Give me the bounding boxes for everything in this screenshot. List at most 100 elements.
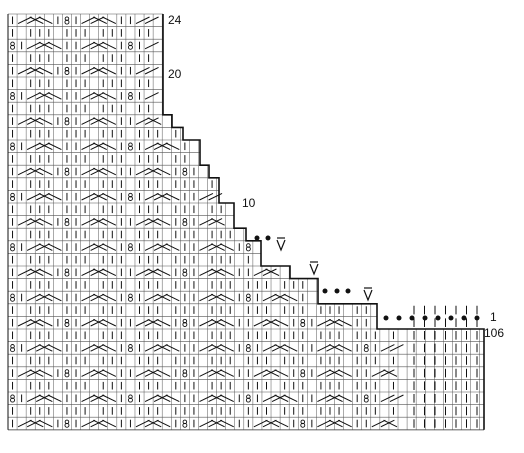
v-edge-symbol (276, 239, 286, 252)
backslash-symbol (102, 142, 117, 151)
staircase-outline (162, 14, 485, 430)
slash-symbol (199, 344, 214, 352)
backslash-symbol (38, 142, 53, 151)
backslash-symbol (147, 167, 162, 176)
twisted-loop-symbol (182, 271, 188, 277)
backslash-symbol (328, 394, 343, 403)
slash-symbol (81, 92, 96, 100)
backslash-symbol (102, 167, 117, 176)
backslash-symbol (147, 117, 162, 125)
slash-symbol (35, 41, 50, 50)
slash-symbol (208, 293, 223, 302)
backslash-symbol (29, 117, 44, 125)
slash-symbol (253, 268, 268, 277)
slash-symbol (208, 369, 223, 377)
backslash-symbol (156, 192, 171, 201)
backslash-symbol (38, 243, 53, 251)
twisted-loop-symbol (64, 422, 70, 428)
backslash-symbol (102, 369, 117, 377)
backslash-symbol (210, 293, 225, 302)
slash-symbol (144, 268, 159, 277)
twisted-loop-symbol (10, 145, 15, 151)
slash-symbol (199, 318, 214, 327)
slash-symbol (90, 243, 105, 251)
slash-symbol (208, 419, 223, 428)
slash-symbol (199, 192, 214, 201)
slash-symbol (26, 394, 41, 403)
slash-symbol (90, 369, 105, 377)
slash-symbol (317, 369, 332, 377)
backslash-symbol (29, 16, 44, 25)
backslash-symbol (93, 117, 107, 125)
grid-layer (7, 13, 484, 431)
slash-symbol (17, 167, 32, 176)
slash-symbol (90, 419, 105, 428)
backslash-symbol (29, 318, 44, 327)
twisted-loop-symbol (127, 347, 133, 353)
twisted-loop-symbol (127, 145, 133, 151)
slash-symbol (262, 268, 277, 277)
slash-symbol (144, 66, 159, 75)
twisted-loop-symbol (245, 246, 251, 252)
twisted-loop-symbol (10, 347, 15, 353)
slash-symbol (153, 344, 168, 352)
slash-symbol (144, 394, 159, 403)
slash-symbol (144, 16, 159, 25)
twisted-loop-symbol (10, 246, 15, 252)
twisted-loop-symbol (10, 296, 15, 302)
slash-symbol (17, 66, 32, 75)
slash-symbol (144, 92, 159, 100)
symbol-layer (10, 16, 480, 428)
backslash-symbol (38, 92, 53, 100)
slash-symbol (26, 218, 41, 226)
backslash-symbol (156, 142, 171, 151)
backslash-symbol (47, 142, 62, 151)
backslash-symbol (102, 92, 117, 100)
backslash-symbol (93, 192, 107, 201)
v-edge-symbol (309, 263, 319, 276)
backslash-symbol (210, 394, 225, 403)
slash-symbol (253, 369, 268, 377)
backslash-symbol (210, 218, 225, 226)
slash-symbol (144, 117, 159, 125)
slash-symbol (26, 318, 41, 327)
twisted-loop-symbol (127, 196, 133, 201)
backslash-symbol (337, 419, 352, 428)
backslash-symbol (93, 142, 107, 151)
backslash-symbol (29, 419, 44, 428)
twisted-loop-symbol (363, 347, 369, 353)
backslash-symbol (283, 394, 298, 403)
backslash-symbol (220, 268, 234, 277)
slash-symbol (144, 218, 159, 226)
slash-symbol (262, 318, 277, 327)
backslash-symbol (93, 167, 107, 176)
backslash-symbol (165, 142, 180, 151)
twisted-loop-symbol (10, 196, 15, 201)
slash-symbol (135, 419, 150, 428)
slash-symbol (208, 243, 223, 251)
backslash-symbol (102, 344, 117, 352)
twisted-loop-symbol (363, 397, 369, 403)
backslash-symbol (210, 344, 225, 352)
backslash-symbol (274, 394, 289, 403)
backslash-symbol (156, 419, 171, 428)
slash-symbol (17, 268, 32, 277)
backslash-symbol (38, 268, 53, 277)
slash-symbol (90, 268, 105, 277)
slash-symbol (135, 318, 150, 327)
row-label-1: 1 (490, 310, 497, 324)
backslash-symbol (93, 92, 107, 100)
slash-symbol (199, 218, 214, 226)
slash-symbol (144, 142, 159, 151)
backslash-symbol (102, 41, 117, 50)
slash-symbol (380, 344, 395, 352)
slash-symbol (26, 243, 41, 251)
backslash-symbol (383, 369, 398, 377)
backslash-symbol (29, 218, 44, 226)
slash-symbol (326, 394, 341, 403)
slash-symbol (153, 293, 168, 302)
slash-symbol (199, 243, 214, 251)
slash-symbol (81, 243, 96, 251)
slash-symbol (26, 92, 41, 100)
twisted-loop-symbol (64, 322, 70, 327)
